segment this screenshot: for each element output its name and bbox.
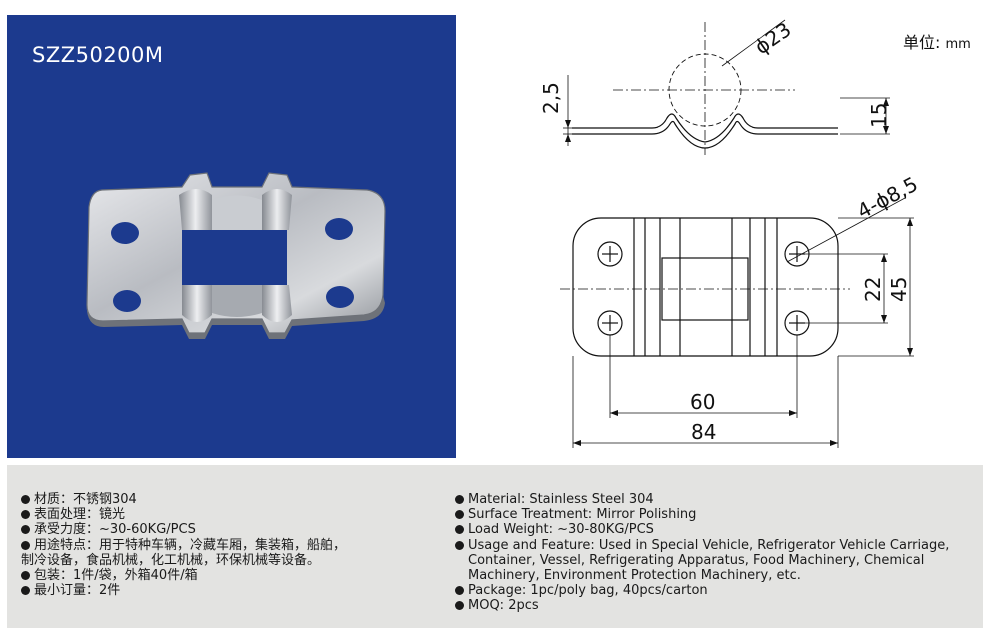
dim-45: 45 [887,277,911,302]
dim-holes: 4-ϕ8,5 [853,172,922,224]
bullet-icon [21,525,30,535]
bullet-icon [455,586,464,596]
bullet-icon [455,601,464,611]
dim-thickness: 2,5 [539,82,563,114]
spec-list-cn: 材质：不锈钢304 表面处理：镜光 承受力度：~30-60KG/PCS 用途特点… [21,492,451,598]
dim-22: 22 [861,277,885,302]
bullet-icon [21,510,30,520]
spec-list-en: Material: Stainless Steel 304 Surface Tr… [455,492,975,614]
dim-diameter-23: ϕ23 [750,17,795,59]
spec-item-cn-usage: 用途特点：用于特种车辆，冷藏车厢，集装箱，船舶，制冷设备，食品机械，化工机械，环… [21,537,347,568]
spec-item-en-package: Package: 1pc/poly bag, 40pcs/carton [455,583,975,598]
product-photo [86,172,386,339]
spec-item-en-load: Load Weight: ~30-80KG/PCS [455,522,975,537]
spec-item-en-surface: Surface Treatment: Mirror Polishing [455,507,975,522]
dim-height: 15 [867,103,891,128]
unit-label: 单位: mm [903,29,971,53]
spec-panel: 材质：不锈钢304 表面处理：镜光 承受力度：~30-60KG/PCS 用途特点… [7,465,983,628]
spec-item-cn-package: 包装：1件/袋，外箱40件/箱 [21,568,451,583]
spec-item-en-moq: MOQ: 2pcs [455,598,975,613]
spec-item-cn-moq: 最小订量：2件 [21,583,451,598]
bullet-icon [21,586,30,596]
dim-60: 60 [690,390,715,414]
spec-item-cn-load: 承受力度：~30-60KG/PCS [21,522,451,537]
product-photo-panel: SZZ50200M [7,15,456,458]
model-code: SZZ50200M [32,43,164,67]
dim-84: 84 [691,420,716,444]
spec-item-cn-material: 材质：不锈钢304 [21,492,451,507]
bullet-icon [455,510,464,520]
unit-label-text: 单位: [903,33,941,52]
bullet-icon [21,495,30,504]
bullet-icon [455,495,464,504]
bullet-icon [455,525,464,535]
spec-item-en-material: Material: Stainless Steel 304 [455,492,975,507]
spec-item-cn-surface: 表面处理：镜光 [21,507,451,522]
technical-drawing: ϕ23 2,5 15 4-ϕ8,5 22 45 60 84 [539,17,922,448]
unit-value: mm [945,37,971,52]
bullet-icon [21,540,30,550]
bullet-icon [21,571,30,581]
spec-item-en-usage: Usage and Feature: Used in Special Vehic… [455,538,975,584]
bullet-icon [455,540,464,550]
